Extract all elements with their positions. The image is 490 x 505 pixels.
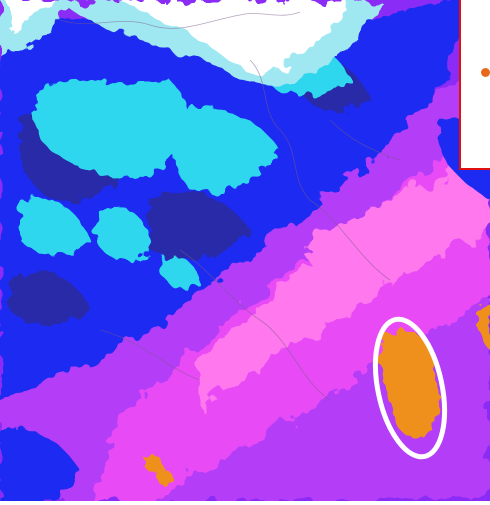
- orange-precip-region: [145, 302, 490, 485]
- highlight-ellipse: [372, 316, 448, 460]
- country-borders: [59, 11, 401, 401]
- magenta-band: [90, 120, 490, 501]
- violet-region: [0, 60, 490, 501]
- orange-diamond-icon: [481, 68, 490, 77]
- legend-box: [459, 0, 490, 170]
- white-cloud-region: [0, 0, 380, 85]
